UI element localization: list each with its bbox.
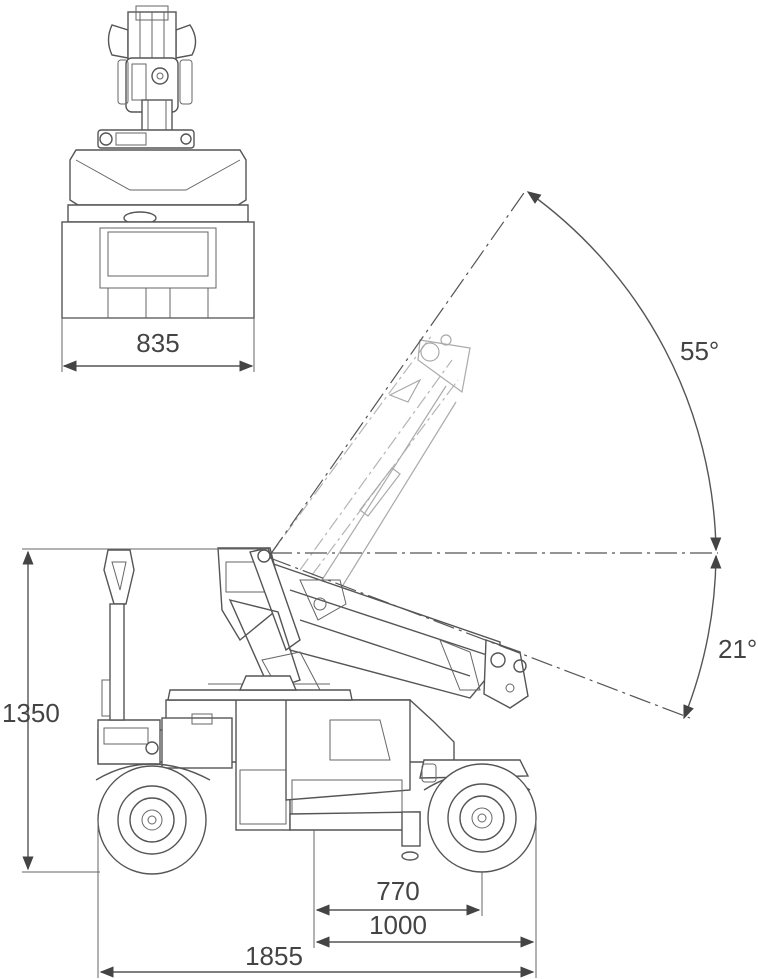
front-wheel [427, 763, 537, 873]
front-view-winch [97, 129, 195, 149]
dimension-total-height: 1350 [2, 548, 270, 873]
boom-lowered [217, 547, 529, 709]
side-view: 55° 21° [2, 189, 757, 978]
angle-label-down: 21° [718, 634, 757, 664]
dimension-label-front-width: 835 [136, 328, 179, 358]
angle-reference-lines: 55° 21° [269, 189, 757, 720]
front-view: 835 [61, 5, 255, 372]
rear-wheel [97, 765, 207, 875]
raised-boom-ghost [269, 334, 471, 591]
dimension-label-total-height: 1350 [2, 698, 60, 728]
angle-label-up: 55° [680, 336, 719, 366]
dimension-bottom: 770 1000 1855 [97, 820, 537, 978]
front-view-boom-head [107, 5, 197, 133]
steering-handle [101, 549, 135, 721]
dimension-label-total-length: 1855 [245, 941, 303, 971]
dimension-label-wheel-to-rear: 770 [376, 876, 419, 906]
dimension-label-axle-to-rear: 1000 [369, 910, 427, 940]
dimension-front-width: 835 [61, 318, 255, 372]
front-view-body [61, 149, 255, 319]
chassis [95, 675, 531, 861]
